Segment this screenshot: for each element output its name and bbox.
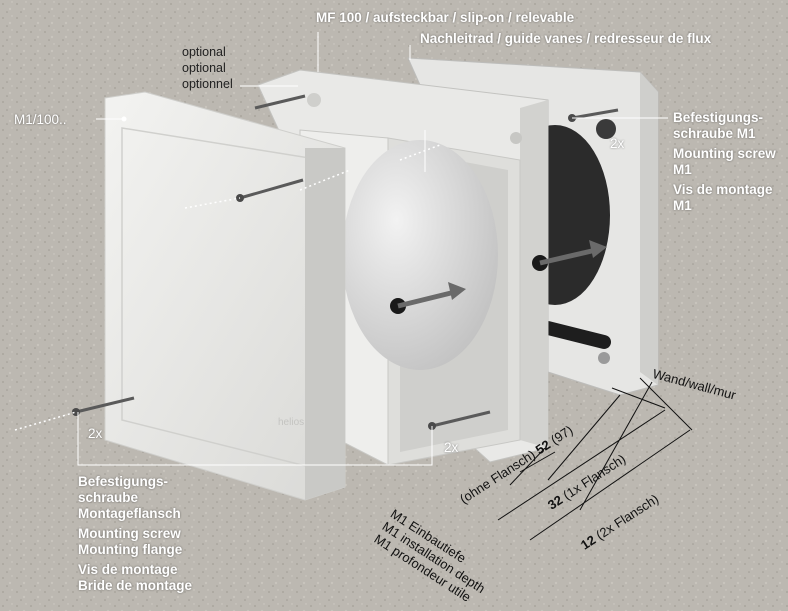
screw-m1-en-2: M1 [673, 162, 692, 177]
leader-lines [77, 32, 668, 466]
label-guide-vanes: Nachleitrad / guide vanes / redresseur d… [420, 31, 712, 46]
label-mf100: MF 100 / aufsteckbar / slip-on / relevab… [316, 10, 575, 25]
count-2x-top: 2x [610, 136, 625, 151]
flange-screw-de-1: Befestigungs- [78, 474, 169, 489]
optional-de: optional [182, 45, 226, 59]
count-2x-middle: 2x [444, 440, 459, 455]
screw-icon [254, 94, 306, 110]
dimension-lines [497, 377, 693, 541]
fan-dome [342, 140, 498, 370]
label-m1-100: M1/100.. [14, 112, 67, 127]
flange-screw-en-2: Mounting flange [78, 542, 183, 557]
label-flange-screw: Befestigungs- schraube Montageflansch Mo… [78, 474, 192, 594]
optional-en: optional [182, 61, 226, 75]
screw-m1-fr-2: M1 [673, 198, 692, 213]
count-2x-left: 2x [88, 426, 103, 441]
brand-logo: helios [278, 417, 304, 428]
screw-m1-fr-1: Vis de montage [673, 182, 773, 197]
airflow-arrow-icon [390, 282, 466, 314]
guide-lines [14, 144, 441, 431]
airflow-arrow-icon [532, 240, 607, 271]
flange-screw-en-1: Mounting screw [78, 526, 181, 541]
flange-screw-fr-1: Vis de montage [78, 562, 178, 577]
front-cover [104, 91, 346, 501]
label-screw-m1: Befestigungs- schraube M1 Mounting screw… [673, 110, 776, 214]
screw-m1-de-1: Befestigungs- [673, 110, 764, 125]
flange-screw-de-2: schraube [78, 490, 139, 505]
flange-screw-fr-2: Bride de montage [78, 578, 193, 593]
screw-m1-de-2: schraube M1 [673, 126, 756, 141]
optional-fr: optionnel [182, 77, 233, 91]
flange-screw-de-3: Montageflansch [78, 506, 181, 521]
label-optional: optional optional optionnel [182, 44, 233, 92]
screw-m1-en-1: Mounting screw [673, 146, 776, 161]
